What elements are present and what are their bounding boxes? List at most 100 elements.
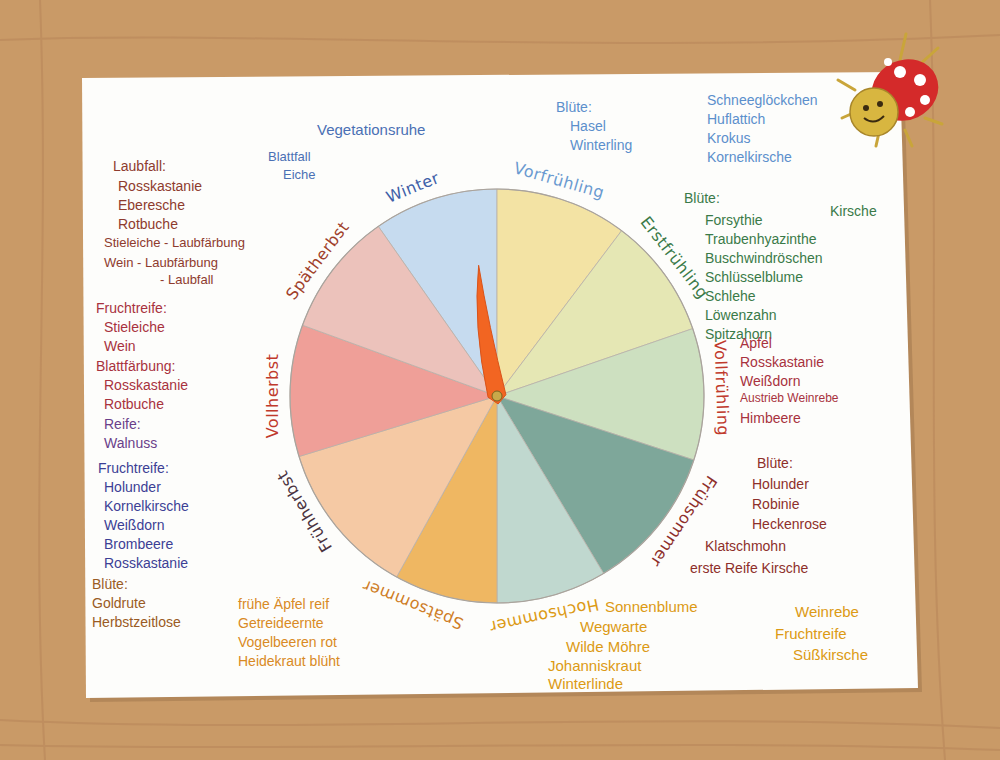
handwritten-note: Fruchtreife: <box>96 300 167 316</box>
handwritten-note: Blattfall <box>268 150 311 165</box>
handwritten-note: Blüte: <box>556 99 592 115</box>
grain-line <box>0 35 1000 43</box>
season-label: Spätsommer <box>360 575 466 632</box>
handwritten-note: Reife: <box>104 416 141 432</box>
season-wheel <box>290 189 704 603</box>
handwritten-note: Herbstzeitlose <box>92 614 181 630</box>
leg <box>925 118 942 124</box>
dot <box>894 66 906 78</box>
pivot-pin <box>492 391 502 401</box>
season-label: Vollherbst <box>264 354 282 439</box>
handwritten-note: Johanniskraut <box>548 657 641 674</box>
dot <box>905 107 915 117</box>
handwritten-note: Wein - Laubfärbung <box>104 256 218 271</box>
dot <box>914 74 926 86</box>
handwritten-note: Rosskastanie <box>104 377 188 393</box>
handwritten-note: Weinrebe <box>795 603 859 620</box>
handwritten-note: Blüte: <box>757 455 793 471</box>
handwritten-note: Kornelkirsche <box>104 498 189 514</box>
handwritten-note: Brombeere <box>104 536 173 552</box>
grain-line <box>39 0 45 760</box>
eye <box>877 101 883 107</box>
grain-line <box>0 745 1000 750</box>
handwritten-note: Klatschmohn <box>705 538 786 554</box>
handwritten-note: Wegwarte <box>580 618 647 635</box>
handwritten-note: Rosskastanie <box>104 555 188 571</box>
handwritten-note: Forsythie <box>705 212 763 228</box>
handwritten-note: Weißdorn <box>104 517 164 533</box>
handwritten-note: Blüte: <box>92 576 128 592</box>
grain-line <box>0 720 1000 728</box>
handwritten-note: Kornelkirsche <box>707 149 792 165</box>
handwritten-note: Robinie <box>752 496 799 512</box>
handwritten-note: Blattfärbung: <box>96 358 175 374</box>
handwritten-note: Traubenhyazinthe <box>705 231 817 247</box>
handwritten-note: Austrieb Weinrebe <box>740 392 839 406</box>
handwritten-note: Blüte: <box>684 190 720 206</box>
handwritten-note: frühe Äpfel reif <box>238 596 329 612</box>
ladybug-head <box>850 88 898 136</box>
handwritten-note: Weißdorn <box>740 373 800 389</box>
handwritten-note: - Laubfall <box>160 273 213 288</box>
handwritten-note: Goldrute <box>92 595 146 611</box>
handwritten-note: Schlüsselblume <box>705 269 803 285</box>
handwritten-note: Kirsche <box>830 203 877 219</box>
antenna <box>900 34 906 60</box>
handwritten-note: Löwenzahn <box>705 307 777 323</box>
handwritten-note: Fruchtreife <box>775 625 847 642</box>
grain-line <box>930 0 945 760</box>
ladybug <box>838 34 948 146</box>
handwritten-note: Walnuss <box>104 435 157 451</box>
handwritten-note: Vogelbeeren rot <box>238 634 337 650</box>
handwritten-note: Rotbuche <box>104 396 164 412</box>
handwritten-note: Holunder <box>104 479 161 495</box>
handwritten-note: Buschwindröschen <box>705 250 823 266</box>
season-label: Winter <box>384 169 443 207</box>
season-sector <box>497 396 604 603</box>
handwritten-note: Vegetationsruhe <box>317 121 425 138</box>
season-label: Vollfrühling <box>710 340 732 437</box>
handwritten-note: Wein <box>104 338 136 354</box>
leg <box>905 130 912 146</box>
handwritten-note: Stieleiche <box>104 319 165 335</box>
handwritten-note: Krokus <box>707 130 751 146</box>
handwritten-note: Schneeglöckchen <box>707 92 818 108</box>
handwritten-note: erste Reife Kirsche <box>690 560 808 576</box>
paper-sheet <box>82 72 918 698</box>
dot <box>920 95 930 105</box>
handwritten-note: Eiche <box>283 168 316 183</box>
handwritten-note: Heidekraut blüht <box>238 653 340 669</box>
handwritten-note: Himbeere <box>740 410 801 426</box>
handwritten-note: Rotbuche <box>118 216 178 232</box>
handwritten-note: Getreideernte <box>238 615 324 631</box>
clock-pointer <box>477 265 506 404</box>
wheel-outline <box>290 189 704 603</box>
season-label: Frühsommer <box>646 472 720 570</box>
season-label: Vorfrühling <box>511 159 606 202</box>
smile <box>864 116 884 122</box>
handwritten-note: Stieleiche - Laubfärbung <box>104 236 245 251</box>
season-label: Spätherbst <box>283 219 353 304</box>
season-label: Frühherbst <box>274 468 337 556</box>
handwritten-note: Huflattich <box>707 111 765 127</box>
handwritten-note: Laubfall: <box>113 158 166 174</box>
handwritten-note: Schlehe <box>705 288 756 304</box>
season-label: Erstfrühling <box>636 213 711 302</box>
handwritten-note: Rosskastanie <box>740 354 824 370</box>
handwritten-note: Holunder <box>752 476 809 492</box>
handwritten-note: Hasel <box>570 118 606 134</box>
handwritten-note: Wilde Möhre <box>566 638 650 655</box>
handwritten-note: Winterlinde <box>548 675 623 692</box>
handwritten-note: Rosskastanie <box>118 178 202 194</box>
handwritten-note: Sonnenblume <box>605 598 698 615</box>
handwritten-note: Winterling <box>570 137 632 153</box>
eye <box>863 105 869 111</box>
handwritten-note: Heckenrose <box>752 516 827 532</box>
handwritten-note: Fruchtreife: <box>98 460 169 476</box>
handwritten-note: Apfel <box>740 335 772 351</box>
handwritten-note: Eberesche <box>118 197 185 213</box>
dot <box>884 58 892 66</box>
